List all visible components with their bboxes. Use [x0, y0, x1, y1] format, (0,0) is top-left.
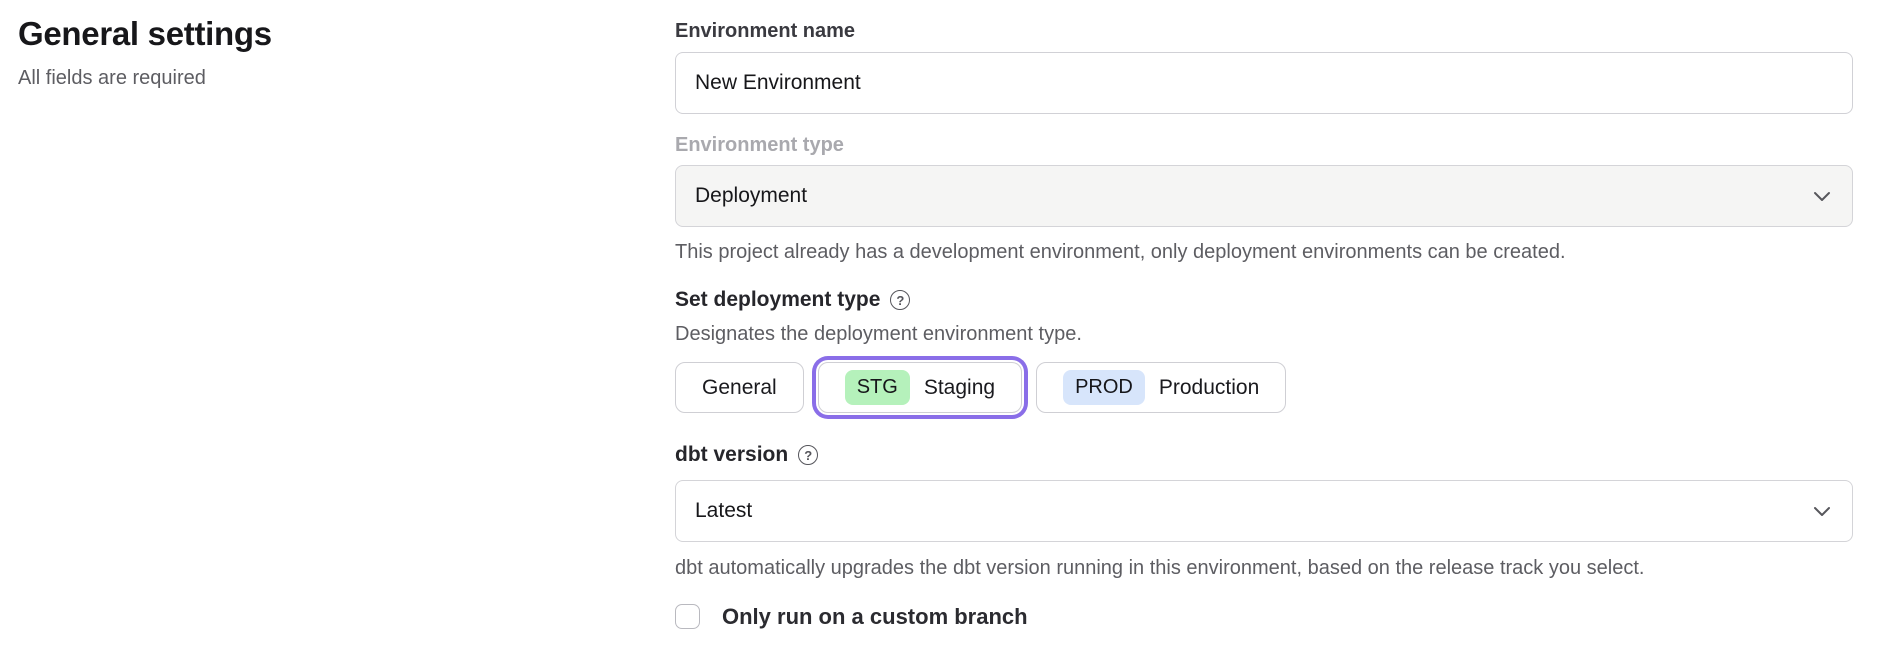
- deployment-type-production-button[interactable]: PROD Production: [1036, 362, 1287, 413]
- environment-name-input[interactable]: [675, 52, 1853, 114]
- deployment-type-options: General STG Staging PROD Production: [675, 362, 1853, 413]
- help-icon[interactable]: ?: [798, 445, 819, 465]
- dbt-version-value: Latest: [695, 499, 753, 522]
- custom-branch-row: Only run on a custom branch: [675, 603, 1853, 630]
- deployment-type-description: Designates the deployment environment ty…: [675, 323, 1082, 345]
- environment-name-label: Environment name: [675, 20, 856, 42]
- environment-type-helper: This project already has a development e…: [675, 241, 1566, 263]
- deployment-type-label-text: Set deployment type: [675, 288, 881, 311]
- dbt-version-select[interactable]: Latest: [675, 480, 1853, 542]
- deployment-type-staging-button[interactable]: STG Staging: [817, 362, 1023, 413]
- page-subtitle: All fields are required: [18, 67, 206, 89]
- chevron-down-icon: [1814, 507, 1830, 516]
- dbt-version-helper: dbt automatically upgrades the dbt versi…: [675, 557, 1645, 579]
- deployment-type-section-label: Set deployment type ?: [675, 287, 1853, 313]
- custom-branch-checkbox[interactable]: [675, 604, 700, 629]
- deployment-type-general-button[interactable]: General: [675, 362, 804, 413]
- dbt-version-label-text: dbt version: [675, 443, 789, 466]
- environment-type-select[interactable]: Deployment: [675, 165, 1853, 227]
- help-icon[interactable]: ?: [890, 290, 911, 310]
- deployment-type-general-label: General: [702, 375, 777, 399]
- environment-settings-form: Environment name Environment type Deploy…: [675, 0, 1853, 630]
- deployment-type-staging-label: Staging: [923, 375, 996, 399]
- chevron-down-icon: [1814, 192, 1830, 201]
- staging-badge: STG: [844, 370, 910, 405]
- environment-type-label: Environment type: [675, 134, 844, 156]
- general-settings-intro: General settings All fields are required: [18, 14, 578, 90]
- environment-type-value: Deployment: [695, 184, 808, 207]
- dbt-version-section-label: dbt version ?: [675, 442, 1853, 468]
- production-badge: PROD: [1063, 370, 1145, 405]
- deployment-type-production-label: Production: [1158, 375, 1260, 399]
- page-title: General settings: [18, 15, 272, 52]
- custom-branch-label[interactable]: Only run on a custom branch: [722, 604, 1028, 629]
